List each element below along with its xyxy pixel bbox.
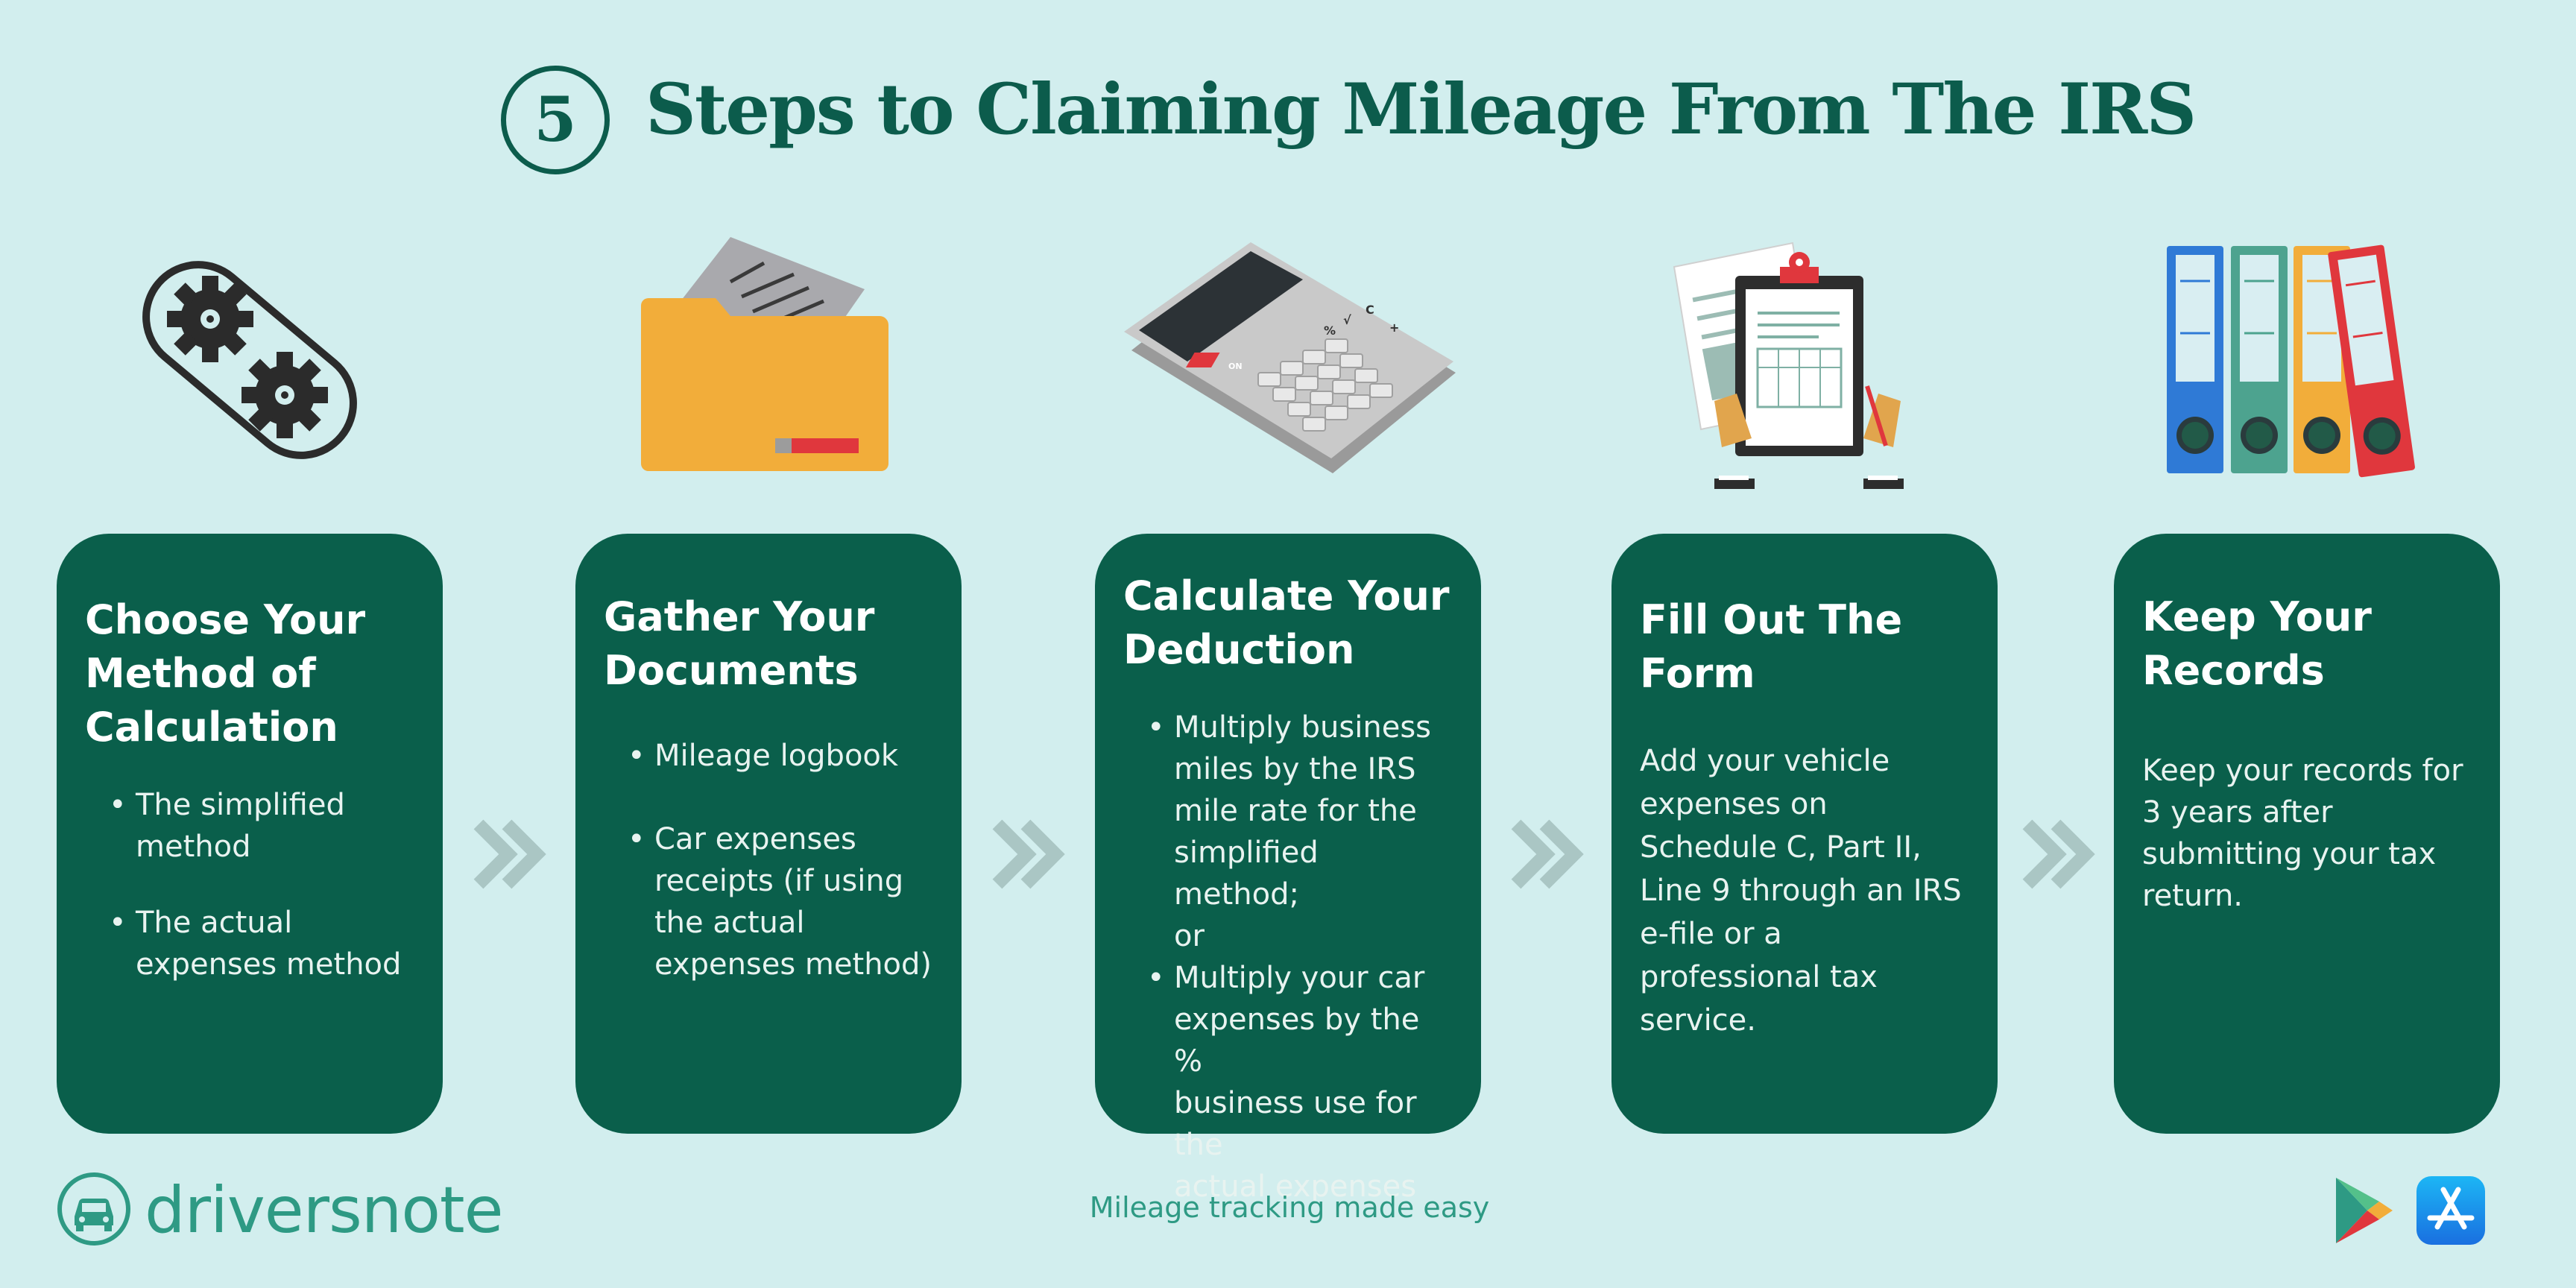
brand-name: driversnote — [145, 1173, 504, 1248]
car-logo-icon — [57, 1172, 130, 1246]
folder-icon — [641, 237, 888, 471]
step-title: Calculate Your Deduction — [1123, 572, 1450, 673]
chevron-right-icon — [2022, 819, 2095, 889]
binders-icon — [2167, 244, 2415, 478]
step-title: Keep Your Records — [2142, 593, 2372, 694]
step-count-badge: 5 — [501, 66, 610, 174]
calc-key: C — [1366, 303, 1374, 317]
chevron-right-icon — [473, 819, 546, 889]
step-card-calculate-deduction: Calculate Your Deduction Multiply busine… — [1095, 534, 1481, 1204]
step-title: Fill Out The Form — [1640, 596, 1903, 697]
calc-key: % — [1324, 323, 1336, 338]
app-store-icon[interactable] — [2415, 1175, 2487, 1246]
calculator-icon: % √ C + ON — [1124, 242, 1456, 473]
gears-icon — [142, 261, 357, 459]
calc-key: + — [1389, 321, 1399, 335]
bullet-item: Mileage logbook — [604, 735, 933, 777]
clipboard-form-icon — [1673, 242, 1904, 489]
step-card-gather-documents: Gather Your Documents Mileage logbook Ca… — [575, 534, 962, 1134]
page-header: 5 Steps to Claiming Mileage From The IRS — [0, 58, 2576, 174]
step-title: Gather Your Documents — [604, 593, 875, 694]
step-title: Choose Your Method of Calculation — [85, 596, 366, 751]
step-card-choose-method: Choose Your Method of Calculation The si… — [57, 534, 443, 1134]
page-title: Steps to Claiming Mileage From The IRS — [645, 69, 2197, 151]
brand-logo[interactable]: driversnote — [55, 1170, 577, 1252]
calc-key: ON — [1228, 362, 1243, 371]
google-play-icon[interactable] — [2333, 1176, 2396, 1245]
tagline: Mileage tracking made easy — [1089, 1191, 1490, 1224]
chevron-right-icon — [992, 819, 1065, 889]
chevron-right-icon — [1511, 819, 1584, 889]
calc-key: √ — [1343, 313, 1351, 327]
